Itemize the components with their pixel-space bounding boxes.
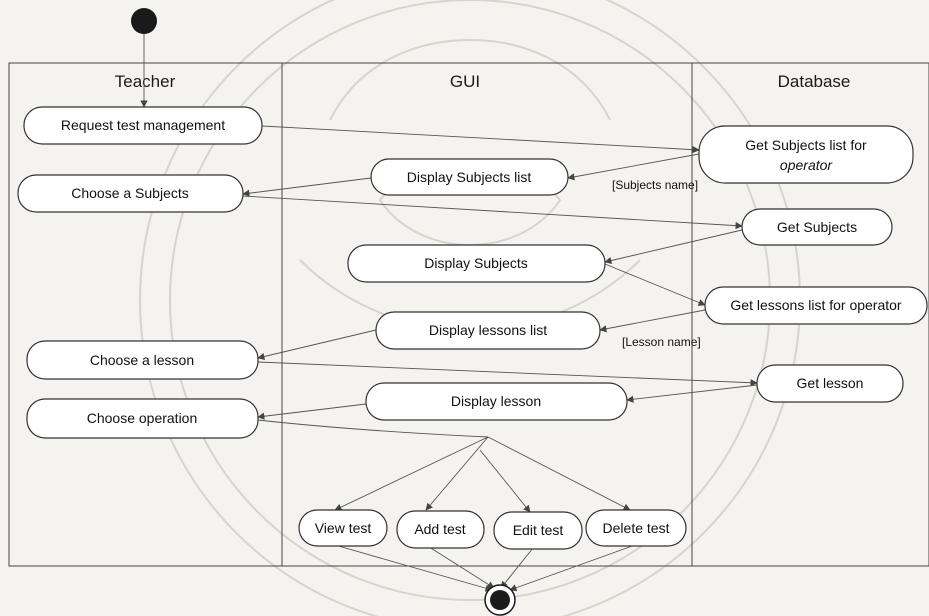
- svg-text:Get Subjects list for: Get Subjects list for: [745, 137, 867, 153]
- guard-lesson-name: [Lesson name]: [622, 335, 701, 349]
- final-node: [484, 584, 516, 616]
- guard-subjects-name: [Subjects name]: [612, 178, 698, 192]
- svg-text:Edit test: Edit test: [513, 522, 564, 538]
- svg-text:Get lessons list for operator: Get lessons list for operator: [730, 297, 902, 313]
- svg-text:View test: View test: [315, 520, 372, 536]
- node-get-subjects: Get Subjects: [741, 208, 893, 246]
- node-display-subjects: Display Subjects: [347, 244, 606, 283]
- node-get-lesson: Get lesson: [756, 364, 904, 403]
- lane-title-gui: GUI: [450, 72, 480, 91]
- svg-text:Request test management: Request test management: [61, 117, 225, 133]
- svg-text:operator: operator: [780, 157, 833, 173]
- svg-text:Add test: Add test: [414, 521, 465, 537]
- node-display-lessons-list: Display lessons list: [375, 311, 601, 350]
- svg-text:Choose a lesson: Choose a lesson: [90, 352, 194, 368]
- svg-text:Display Subjects list: Display Subjects list: [407, 169, 532, 185]
- svg-text:Display lessons list: Display lessons list: [429, 322, 547, 338]
- svg-text:Display lesson: Display lesson: [451, 393, 541, 409]
- initial-node: [131, 8, 157, 34]
- node-display-subjects-list: Display Subjects list: [370, 158, 569, 196]
- node-display-lesson: Display lesson: [365, 382, 628, 421]
- node-delete-test: Delete test: [585, 509, 687, 547]
- svg-text:Choose operation: Choose operation: [87, 410, 198, 426]
- svg-text:Display Subjects: Display Subjects: [424, 255, 528, 271]
- node-choose-lesson: Choose a lesson: [26, 340, 259, 380]
- node-view-test: View test: [298, 509, 388, 547]
- node-request-test-management: Request test management: [23, 106, 263, 145]
- svg-text:Delete test: Delete test: [603, 520, 670, 536]
- node-get-lessons-list: Get lessons list for operator: [704, 286, 928, 325]
- node-add-test: Add test: [396, 510, 485, 549]
- node-get-subjects-list: Get Subjects list for operator: [698, 125, 914, 184]
- flows: [242, 125, 758, 592]
- node-choose-subjects: Choose a Subjects: [17, 174, 244, 213]
- svg-text:Get Subjects: Get Subjects: [777, 219, 857, 235]
- svg-text:Choose a Subjects: Choose a Subjects: [71, 185, 189, 201]
- lane-title-database: Database: [778, 72, 851, 91]
- swimlane-frame: [8, 62, 929, 567]
- node-edit-test: Edit test: [493, 511, 583, 550]
- lane-title-teacher: Teacher: [115, 72, 176, 91]
- svg-text:Get lesson: Get lesson: [797, 375, 864, 391]
- node-choose-operation: Choose operation: [26, 398, 259, 439]
